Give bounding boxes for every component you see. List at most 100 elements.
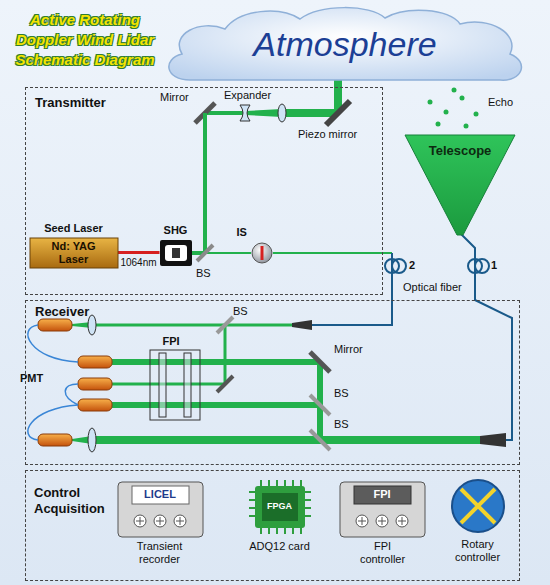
beam — [203, 113, 207, 253]
sphere — [252, 243, 272, 263]
collimator — [480, 433, 506, 447]
component-label: SHG — [156, 224, 196, 237]
fpi-controller: FPIFPI controller — [340, 482, 425, 537]
knob-marks — [358, 517, 406, 525]
part-label: BS — [334, 418, 349, 431]
region-heading: Receiver — [35, 304, 89, 320]
beam-splitter — [217, 317, 233, 333]
sphere-baffle — [260, 246, 263, 260]
echo-dot — [460, 96, 465, 101]
reference-beam — [207, 252, 251, 254]
beam-splitter — [197, 245, 213, 261]
beam — [205, 111, 245, 115]
laser-box: Seed LaserNd: YAG Laser — [30, 238, 118, 268]
knob-marks — [136, 517, 184, 525]
fiber — [28, 325, 78, 362]
shg-crystal-core — [172, 248, 180, 258]
chip-body — [255, 486, 305, 528]
echo-dot — [452, 88, 457, 93]
part-label: PMT — [20, 372, 43, 385]
region-heading: Control Acquisition — [34, 485, 114, 517]
echo-dot — [474, 112, 479, 117]
device-label: Transient recorder — [125, 540, 195, 566]
chip-text: FPGA — [262, 501, 298, 512]
optical-fiber — [460, 233, 512, 440]
rotary-controller-shape — [450, 478, 506, 534]
echo-dots — [428, 88, 479, 129]
callout-number: 2 — [409, 259, 415, 272]
transient-recorder: LICELTransient recorder — [118, 482, 203, 537]
chip-core — [262, 493, 298, 521]
device-label: ADQ12 card — [233, 540, 327, 553]
fpi-etalon: FPI — [150, 350, 200, 420]
part-label: Piezo mirror — [298, 128, 357, 141]
beam-expanding — [245, 109, 282, 117]
fpi-etalon-shape — [150, 350, 200, 420]
shg-crystal-shape — [160, 240, 192, 266]
region-heading: Transmitter — [35, 95, 106, 111]
echo-dot — [444, 110, 449, 115]
pmt — [78, 378, 112, 390]
atmosphere-cloud: Atmosphere — [160, 4, 530, 84]
rotary-cross — [461, 489, 495, 523]
lens — [88, 428, 96, 452]
shg-window — [165, 245, 187, 261]
device-screen — [354, 486, 411, 504]
echo-dot — [428, 100, 433, 105]
pmt — [38, 434, 72, 446]
device-body — [340, 482, 425, 537]
beam — [96, 436, 480, 444]
rotary-controller: Rotary controller — [450, 478, 506, 534]
fiber-coil — [475, 259, 489, 273]
integrating-sphere: IS — [251, 242, 273, 264]
beam — [224, 325, 227, 384]
receiver-region: ReceiverFPI — [25, 300, 520, 465]
component-label: Telescope — [405, 143, 515, 159]
pmt — [78, 399, 112, 411]
control-region: Control AcquisitionLICELTransient record… — [25, 470, 520, 581]
beam — [282, 109, 338, 117]
device-screen — [132, 486, 189, 504]
fiber-coil — [392, 259, 406, 273]
component-label: Seed Laser — [30, 222, 118, 235]
beam-splitter — [310, 395, 330, 415]
integrating-sphere-shape — [251, 242, 273, 264]
mirror — [310, 352, 330, 372]
echo-dot — [464, 124, 469, 129]
device-label: Rotary controller — [438, 538, 518, 564]
concave-lens — [240, 105, 250, 121]
fiber — [28, 405, 78, 440]
rotary-disc — [452, 480, 504, 532]
part-label: Expander — [224, 89, 271, 102]
telescope: Telescope — [405, 135, 515, 235]
laser-beam-connector — [118, 251, 160, 254]
collimator — [292, 320, 312, 330]
part-label: Mirror — [160, 91, 189, 104]
beam — [112, 402, 320, 408]
fiber — [65, 384, 78, 405]
device-label: FPI controller — [352, 540, 414, 566]
part-label: Mirror — [334, 343, 363, 356]
adq12-card: FPGAADQ12 card — [245, 478, 315, 536]
component-label: FPI — [163, 335, 180, 348]
shg-housing — [160, 240, 192, 266]
pmt — [78, 356, 112, 368]
part-label: Optical fiber — [403, 281, 462, 294]
chip-pins — [249, 480, 311, 534]
diagram-title: Active Rotating Doppler Wind Lidar Schem… — [10, 10, 160, 70]
convex-lens — [278, 104, 286, 122]
transmitter-region: TransmitterSeed LaserNd: YAG Laser SHG IS — [25, 87, 383, 295]
component-label: IS — [237, 226, 247, 239]
beam — [112, 359, 320, 365]
optical-fiber — [312, 253, 392, 325]
part-label: Echo — [488, 96, 513, 109]
beam — [112, 383, 225, 386]
screen-text: FPI — [354, 488, 411, 501]
fpi-plate — [184, 353, 191, 417]
part-label: BS — [196, 267, 211, 280]
echo-dot — [436, 122, 441, 127]
fpi-housing — [150, 350, 200, 420]
telescope-cone — [405, 135, 515, 235]
reference-beam — [273, 252, 392, 254]
